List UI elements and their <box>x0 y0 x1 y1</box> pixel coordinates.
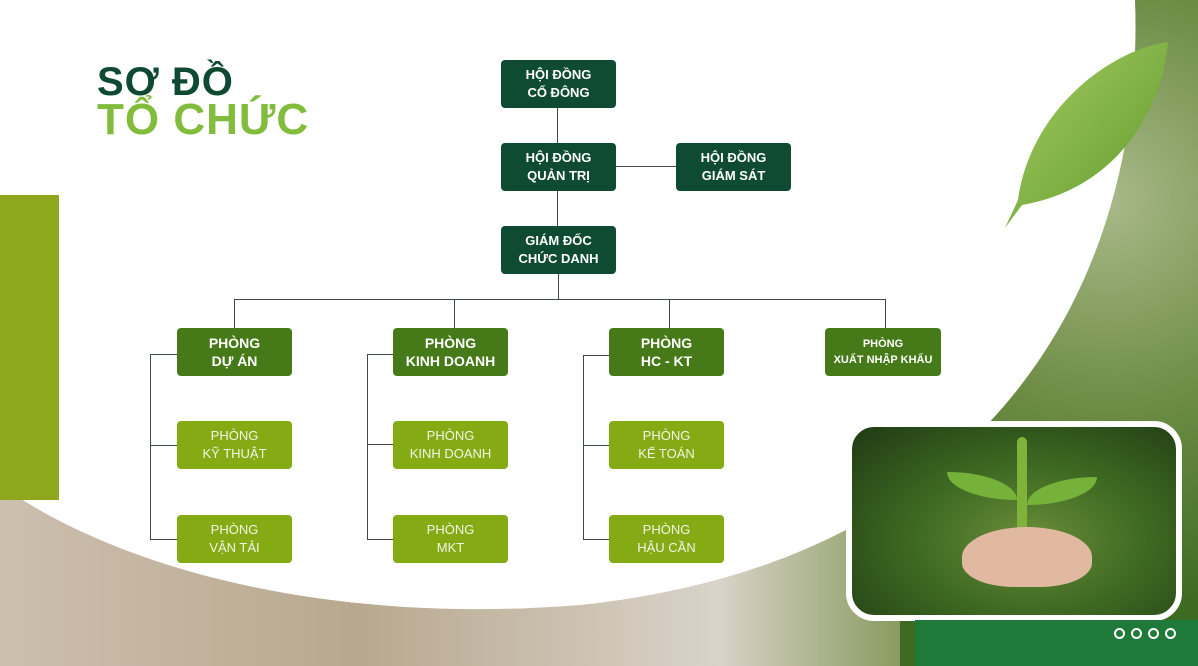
accent-bar <box>0 195 59 500</box>
connector <box>669 299 670 328</box>
dept-business: PHÒNG KINH DOANH <box>393 328 508 376</box>
connector <box>150 539 177 540</box>
node-director: GIÁM ĐỐC CHỨC DANH <box>501 226 616 274</box>
node-label: KỸ THUẬT <box>202 446 267 461</box>
connector <box>557 190 558 226</box>
connector <box>558 273 559 300</box>
plant-in-hands-photo <box>846 421 1182 621</box>
dept-projects: PHÒNG DỰ ÁN <box>177 328 292 376</box>
subdept-technical: PHÒNG KỸ THUẬT <box>177 421 292 469</box>
node-label: HẬU CẦN <box>637 540 696 555</box>
connector <box>367 444 393 445</box>
node-label: DỰ ÁN <box>211 353 258 369</box>
node-label: CỔ ĐÔNG <box>527 85 590 100</box>
node-label: HỘI ĐỒNG <box>700 150 767 165</box>
dept-import-export: PHÒNG XUẤT NHẬP KHẨU <box>825 328 941 376</box>
node-label: PHÒNG <box>210 522 259 537</box>
connector <box>150 445 177 446</box>
subdept-sales: PHÒNG KINH DOANH <box>393 421 508 469</box>
plant-leaf <box>947 472 1017 500</box>
connector <box>885 299 886 328</box>
dot-icon <box>1148 628 1159 639</box>
title-line-2: TỔ CHỨC <box>97 95 310 144</box>
connector <box>367 354 393 355</box>
node-label: VẬN TẢI <box>209 540 260 555</box>
plant-stem <box>1017 437 1027 547</box>
connector <box>583 445 609 446</box>
dot-icon <box>1114 628 1125 639</box>
connector <box>367 539 393 540</box>
node-supervisory: HỘI ĐỒNG GIÁM SÁT <box>676 143 791 191</box>
dot-icon <box>1165 628 1176 639</box>
node-board: HỘI ĐỒNG QUẢN TRỊ <box>501 143 616 191</box>
connector <box>616 166 676 167</box>
plant-leaf <box>1027 477 1097 505</box>
connector <box>150 354 151 540</box>
node-label: MKT <box>436 540 465 555</box>
connector <box>234 299 886 300</box>
connector <box>150 354 177 355</box>
connector <box>557 108 558 143</box>
connector <box>583 355 609 356</box>
node-label: KINH DOANH <box>405 353 496 369</box>
title-line-1: SƠ ĐỒ <box>97 60 234 104</box>
node-label: PHÒNG <box>426 428 475 443</box>
subdept-marketing: PHÒNG MKT <box>393 515 508 563</box>
node-label: GIÁM SÁT <box>701 168 766 183</box>
node-label: PHÒNG <box>640 335 693 351</box>
connector <box>583 539 609 540</box>
node-label: GIÁM ĐỐC <box>525 233 592 248</box>
node-label: QUẢN TRỊ <box>527 168 590 183</box>
node-label: PHÒNG <box>642 428 691 443</box>
node-label: PHÒNG <box>642 522 691 537</box>
node-label: PHÒNG <box>210 428 259 443</box>
dept-admin-accounting: PHÒNG HC - KT <box>609 328 724 376</box>
node-label: HỘI ĐỒNG <box>525 67 592 82</box>
node-label: XUẤT NHẬP KHẨU <box>833 354 933 366</box>
hands <box>962 527 1092 587</box>
slide-dots <box>1114 628 1176 639</box>
connector <box>583 355 584 540</box>
node-label: PHÒNG <box>862 338 904 350</box>
node-label: HC - KT <box>640 353 693 369</box>
node-shareholders: HỘI ĐỒNG CỔ ĐÔNG <box>501 60 616 108</box>
subdept-accounting: PHÒNG KẾ TOÁN <box>609 421 724 469</box>
node-label: KẾ TOÁN <box>638 446 695 461</box>
dot-icon <box>1131 628 1142 639</box>
node-label: PHÒNG <box>426 522 475 537</box>
subdept-transport: PHÒNG VẬN TẢI <box>177 515 292 563</box>
node-label: PHÒNG <box>208 335 261 351</box>
connector <box>367 354 368 540</box>
leaf-image <box>1005 42 1168 228</box>
node-label: HỘI ĐỒNG <box>525 150 592 165</box>
node-label: KINH DOANH <box>409 446 492 461</box>
node-label: CHỨC DANH <box>518 251 599 266</box>
connector <box>234 299 235 328</box>
footer-accent <box>915 620 1198 666</box>
connector <box>454 299 455 328</box>
node-label: PHÒNG <box>424 335 477 351</box>
subdept-logistics: PHÒNG HẬU CẦN <box>609 515 724 563</box>
